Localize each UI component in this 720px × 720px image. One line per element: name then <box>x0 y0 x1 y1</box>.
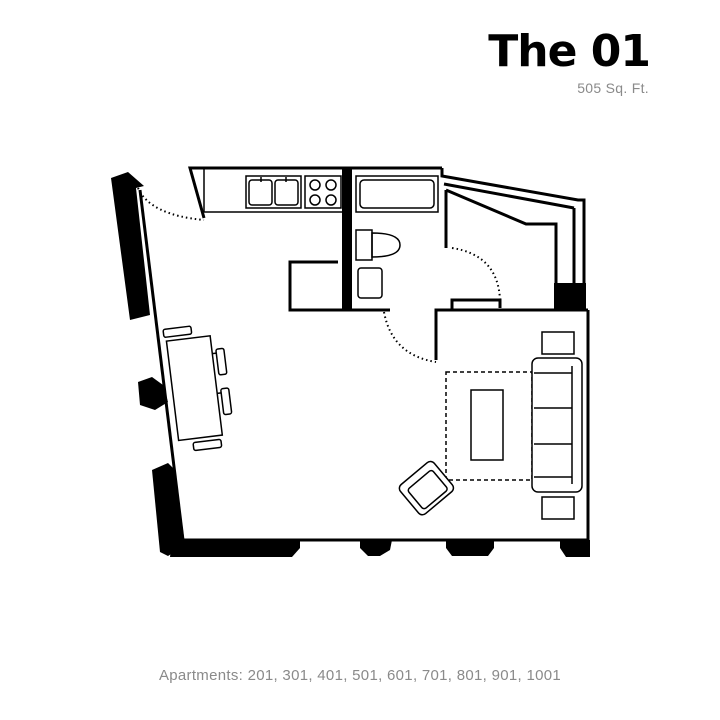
exterior-wall-bottom <box>170 540 590 557</box>
square-footage: 505 Sq. Ft. <box>577 80 649 96</box>
living-room-furniture <box>398 331 583 520</box>
dining-table <box>165 334 224 442</box>
closet-door-swing[interactable] <box>451 247 501 301</box>
door-swings <box>137 187 501 363</box>
bathtub-icon <box>355 175 439 213</box>
bathroom-fixtures <box>355 175 439 299</box>
bathroom-partition <box>342 168 352 310</box>
chair-icon <box>162 325 193 338</box>
sofa-icon <box>531 357 583 493</box>
interior-walls <box>138 166 590 542</box>
coffee-table <box>470 389 504 461</box>
closet-pillar <box>554 283 586 311</box>
stove-icon <box>304 175 342 209</box>
entry-door-swing[interactable] <box>137 187 205 221</box>
chair-icon <box>192 438 223 452</box>
chair-icon <box>215 347 228 376</box>
plan-title: The 01 <box>488 26 651 77</box>
side-table <box>541 496 575 520</box>
apartment-list: Apartments: 201, 301, 401, 501, 601, 701… <box>158 667 562 684</box>
armchair-icon <box>398 460 455 516</box>
bathroom-sink-icon <box>357 267 383 299</box>
kitchen-counter <box>203 168 342 213</box>
sink-icon <box>245 175 302 209</box>
toilet-icon <box>355 229 401 261</box>
side-table <box>541 331 575 355</box>
chair-icon <box>220 387 233 416</box>
bathroom-door-swing[interactable] <box>383 311 437 363</box>
dining-set <box>162 325 233 452</box>
